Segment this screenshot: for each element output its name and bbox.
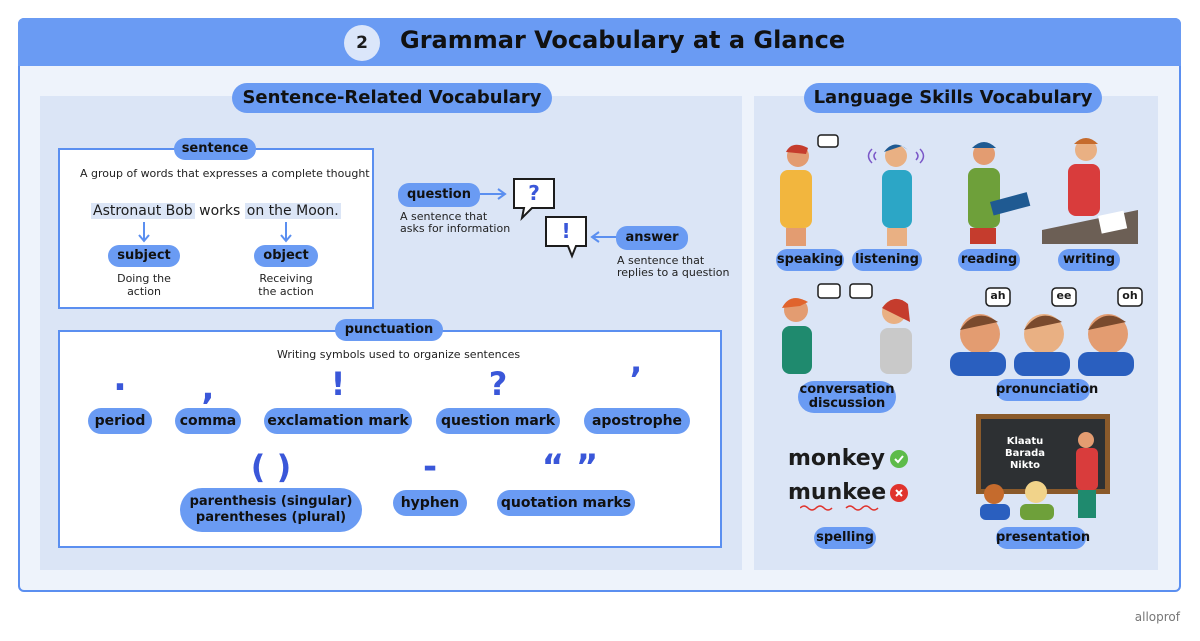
- parenthesis-singular: parenthesis (singular): [189, 494, 353, 509]
- bubble-ee: ee: [1056, 289, 1072, 302]
- reading-label: reading: [958, 249, 1020, 271]
- object-arrow: [280, 222, 292, 243]
- comma-label: comma: [175, 408, 241, 434]
- question-desc-1: A sentence that: [400, 210, 488, 223]
- question-mark-symbol: ?: [488, 365, 508, 403]
- spelling-correct-word: monkey: [788, 446, 886, 471]
- conversation-illustration: [782, 283, 912, 374]
- board-line-3: Nikto: [1009, 460, 1041, 471]
- object-desc-2: the action: [258, 285, 314, 298]
- answer-bubble-mark: !: [561, 219, 571, 243]
- exclamation-label: exclamation mark: [264, 408, 412, 434]
- speaking-listening-illustration: [780, 134, 925, 246]
- cross-icon: [890, 484, 908, 502]
- page-title: Grammar Vocabulary at a Glance: [400, 26, 846, 54]
- quotation-label: quotation marks: [497, 490, 635, 516]
- spelling-label: spelling: [814, 527, 876, 549]
- section-number: 2: [344, 25, 380, 61]
- bubble-ah: ah: [990, 289, 1006, 302]
- question-arrow: [480, 188, 507, 200]
- sentence-label: sentence: [174, 138, 256, 160]
- pronunciation-label: pronunciation: [996, 379, 1098, 401]
- language-skills-heading: Language Skills Vocabulary: [804, 83, 1102, 113]
- answer-desc-2: replies to a question: [617, 266, 730, 279]
- wavy-underline: [800, 505, 879, 511]
- answer-bubble-icon: [545, 216, 587, 259]
- answer-label: answer: [616, 226, 688, 250]
- sentence-example: Astronaut Bob works on the Moon.: [91, 203, 341, 219]
- conversation-label: conversation discussion: [798, 381, 896, 413]
- sentence-definition: A group of words that expresses a comple…: [80, 167, 370, 180]
- period-symbol: ·: [113, 367, 127, 408]
- example-verb: works: [199, 203, 241, 219]
- hyphen-label: hyphen: [393, 490, 467, 516]
- writing-label: writing: [1058, 249, 1120, 271]
- example-object: on the Moon.: [244, 203, 341, 219]
- answer-arrow: [590, 231, 618, 243]
- presentation-label: presentation: [996, 527, 1090, 549]
- board-line-2: Barada: [1005, 448, 1045, 459]
- comma-symbol: ,: [201, 368, 215, 408]
- subject-arrow: [138, 222, 150, 243]
- apostrophe-symbol: ’: [629, 360, 643, 400]
- question-bubble-mark: ?: [528, 181, 540, 205]
- exclamation-symbol: !: [330, 365, 346, 403]
- check-icon: [890, 450, 908, 468]
- punctuation-definition: Writing symbols used to organize sentenc…: [277, 348, 521, 361]
- subject-label: subject: [108, 245, 180, 267]
- object-desc-1: Receiving: [259, 272, 313, 285]
- sentence-vocab-heading: Sentence-Related Vocabulary: [232, 83, 552, 113]
- answer-desc-1: A sentence that: [617, 254, 705, 267]
- spelling-wrong-word: munkee: [788, 480, 887, 505]
- parenthesis-symbol: ( ): [250, 448, 292, 486]
- punctuation-label: punctuation: [335, 319, 443, 341]
- board-text: Klaatu Barada Nikto: [990, 436, 1060, 472]
- period-label: period: [88, 408, 152, 434]
- hyphen-symbol: -: [422, 447, 438, 487]
- question-mark-label: question mark: [436, 408, 560, 434]
- reading-writing-illustration: [968, 138, 1138, 244]
- board-line-1: Klaatu: [1006, 436, 1044, 447]
- speaking-label: speaking: [776, 249, 844, 271]
- bubble-oh: oh: [1122, 289, 1138, 302]
- subject-desc-2: action: [127, 285, 161, 298]
- object-label: object: [254, 245, 318, 267]
- question-desc-2: asks for information: [400, 222, 511, 235]
- subject-desc-1: Doing the: [117, 272, 171, 285]
- quotation-symbol: “ ”: [541, 447, 599, 487]
- parenthesis-label: parenthesis (singular) parentheses (plur…: [180, 488, 362, 532]
- example-subject: Astronaut Bob: [91, 203, 195, 219]
- pronunciation-illustration: [950, 287, 1143, 376]
- header-bar: [18, 18, 1181, 66]
- question-bubble-icon: [513, 178, 555, 222]
- conversation-text: conversation: [799, 382, 895, 397]
- question-label: question: [398, 183, 480, 207]
- apostrophe-label: apostrophe: [584, 408, 690, 434]
- discussion-text: discussion: [808, 396, 886, 411]
- alloprof-logo: alloprof: [1134, 610, 1180, 624]
- listening-label: listening: [852, 249, 922, 271]
- parenthesis-plural: parentheses (plural): [195, 510, 347, 525]
- presentation-illustration: [976, 414, 1110, 520]
